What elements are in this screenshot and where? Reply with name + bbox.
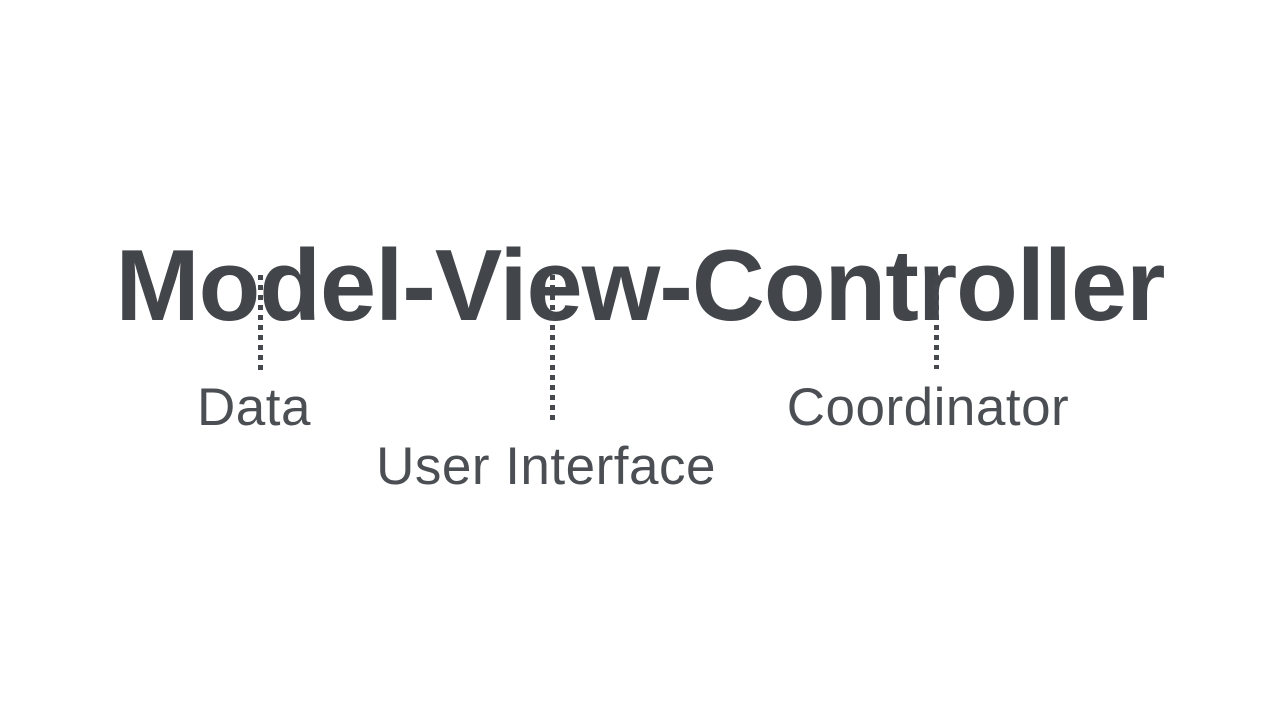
label-model-data: Data xyxy=(197,378,311,437)
label-view-user-interface: User Interface xyxy=(376,437,716,496)
page-title: Model-View-Controller xyxy=(115,229,1166,342)
dotted-connector-view xyxy=(550,275,555,420)
dotted-connector-model xyxy=(258,275,263,370)
dotted-connector-controller xyxy=(934,275,939,369)
label-controller-coordinator: Coordinator xyxy=(786,378,1070,437)
